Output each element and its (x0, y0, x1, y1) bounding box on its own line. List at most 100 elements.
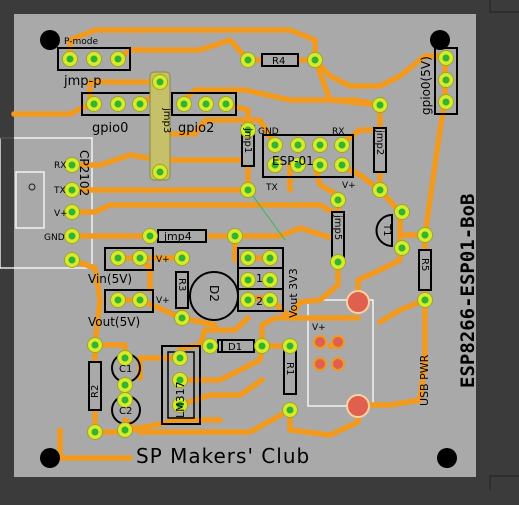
pad-drill (398, 208, 406, 216)
label-vplus-usb: V+ (312, 323, 326, 333)
pad-drill (121, 396, 129, 404)
pad-drill (286, 342, 294, 350)
cp2102-outline (0, 137, 93, 269)
esp01-header-outline (262, 134, 354, 178)
label-gnd: GND (258, 127, 279, 137)
label-cp-tx: TX (53, 186, 66, 196)
pad-drill (271, 161, 279, 169)
lm317-outline (161, 345, 201, 425)
label-jmp4: jmp4 (163, 230, 192, 243)
pad-drill (68, 232, 76, 240)
label-esp01: ESP-01 (272, 154, 314, 168)
mounting-hole-bottom-right (437, 448, 457, 468)
pad-drill (271, 141, 279, 149)
r2-body (88, 361, 102, 411)
pad-drill (294, 141, 302, 149)
usb-pad (331, 357, 345, 371)
pad-drill (156, 78, 164, 86)
silkscreen-text: P-mode jmp-p gpio0 gpio2 GND RX ESP-01 T… (44, 37, 479, 468)
pad-drill (178, 254, 186, 262)
vias (97, 47, 393, 435)
pad-drill (244, 126, 252, 134)
pad-drill (136, 100, 144, 108)
label-cp-vplus: V+ (54, 209, 68, 219)
label-c2: C2 (119, 406, 132, 417)
component-outlines (57, 47, 458, 425)
pad-drill (244, 186, 252, 194)
mounting-hole-top-left (40, 30, 60, 50)
label-gpio0: gpio0 (92, 121, 128, 136)
usb-pwr-button-top (346, 290, 370, 314)
pad-drill (136, 254, 144, 262)
pad-drill (114, 296, 122, 304)
label-jmp2: jmp2 (374, 129, 385, 155)
pad-drill (244, 56, 252, 64)
pad-drill (266, 276, 274, 284)
pad-drill (244, 296, 252, 304)
mounting-hole-bottom-left (40, 448, 60, 468)
board-frame-marks (489, 0, 519, 490)
usb-pwr-button-bottom (346, 394, 370, 418)
label-usb-pwr: USB PWR (418, 354, 431, 406)
usb-pad (313, 335, 327, 349)
pads (62, 50, 454, 440)
pad-drill (442, 98, 450, 106)
pad-drill (90, 100, 98, 108)
label-r1: R1 (284, 362, 295, 375)
pad-drill (114, 55, 122, 63)
mounting-holes (40, 30, 457, 468)
pad-drill (178, 314, 186, 322)
label-vout-3v3: Vout 3V3 (287, 268, 300, 318)
r3-body (175, 271, 189, 309)
pad-drill (376, 101, 384, 109)
label-vplus-esp: V+ (342, 181, 356, 191)
label-d1: D1 (228, 342, 242, 353)
label-gpio0-5v: gpio0(5V) (419, 56, 433, 115)
pad-drill (244, 254, 252, 262)
label-tx: TX (265, 183, 278, 193)
label-jmp1: jmp1 (242, 127, 253, 153)
r4-body (261, 53, 299, 67)
pad-drill (398, 244, 406, 252)
pad-drill (334, 258, 342, 266)
pad-drill (90, 55, 98, 63)
d2-outline (189, 271, 239, 321)
pad-drill (206, 342, 214, 350)
pad-drill (258, 342, 266, 350)
usb-pad (331, 335, 345, 349)
label-sel-2: 2 (256, 295, 263, 308)
label-jmp5: jmp5 (332, 214, 343, 240)
pad-drill (231, 232, 239, 240)
pad-drill (68, 186, 76, 194)
pad-drill (244, 276, 252, 284)
pad-drill (68, 256, 76, 264)
pad-drill (294, 161, 302, 169)
t1-outline (375, 213, 393, 248)
pad-drill (68, 161, 76, 169)
usb-pad (313, 357, 327, 371)
pad-drill (121, 426, 129, 434)
label-rx: RX (332, 127, 344, 137)
pad-drill (176, 354, 184, 362)
pad-drill (176, 376, 184, 384)
pad-drill (338, 161, 346, 169)
cp2102-connector-hole (28, 183, 36, 191)
pad-drill (136, 296, 144, 304)
pad-drill (114, 254, 122, 262)
label-jmp-p: jmp-p (63, 74, 101, 89)
pad-drill (421, 231, 429, 239)
label-sel-1: 1 (256, 272, 263, 285)
jmp-p-header-outline (57, 47, 131, 71)
pad-drill (376, 186, 384, 194)
pad-drill (222, 100, 230, 108)
pad-drill (114, 100, 122, 108)
label-c1: C1 (119, 364, 132, 375)
pad-drill (311, 56, 319, 64)
pad-drill (338, 141, 346, 149)
pad-drill (286, 406, 294, 414)
vout-header-outline (104, 289, 154, 313)
pad-drill (202, 100, 210, 108)
pad-drill (442, 54, 450, 62)
label-cp-rx: RX (54, 161, 66, 171)
